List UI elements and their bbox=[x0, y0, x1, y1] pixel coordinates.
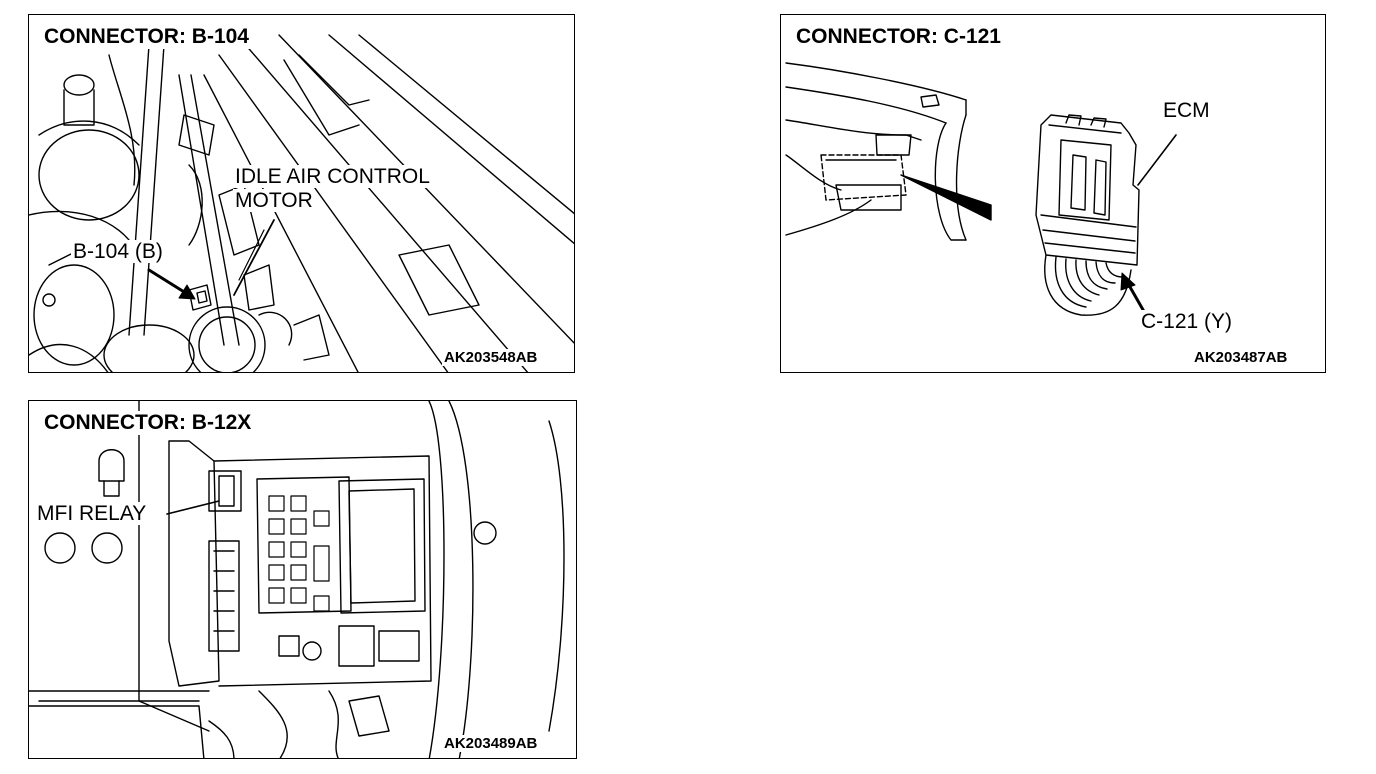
component-label: ECM bbox=[1161, 99, 1212, 122]
relay-box-illustration bbox=[29, 401, 565, 758]
connector-b12x-panel: CONNECTOR: B-12X MFI RELAY AK203489AB bbox=[28, 400, 577, 759]
figure-code: AK203548AB bbox=[442, 349, 540, 366]
component-label-line2: MOTOR bbox=[233, 189, 315, 212]
connector-b104-panel: CONNECTOR: B-104 IDLE AIR CONTROL MOTOR … bbox=[28, 14, 575, 373]
panel-title: CONNECTOR: B-104 bbox=[41, 25, 252, 49]
connector-c121-panel: CONNECTOR: C-121 ECM C-121 (Y) AK203487A… bbox=[780, 14, 1326, 373]
connector-label: B-104 (B) bbox=[71, 240, 165, 263]
figure-code: AK203489AB bbox=[442, 735, 540, 752]
connector-label: C-121 (Y) bbox=[1139, 310, 1235, 333]
component-label: IDLE AIR CONTROL bbox=[233, 165, 432, 188]
panel-title: CONNECTOR: C-121 bbox=[793, 25, 1004, 49]
figure-code: AK203487AB bbox=[1192, 349, 1290, 366]
panel-title: CONNECTOR: B-12X bbox=[41, 411, 255, 435]
component-label: MFI RELAY bbox=[35, 502, 149, 525]
ecm-illustration bbox=[785, 62, 1177, 317]
